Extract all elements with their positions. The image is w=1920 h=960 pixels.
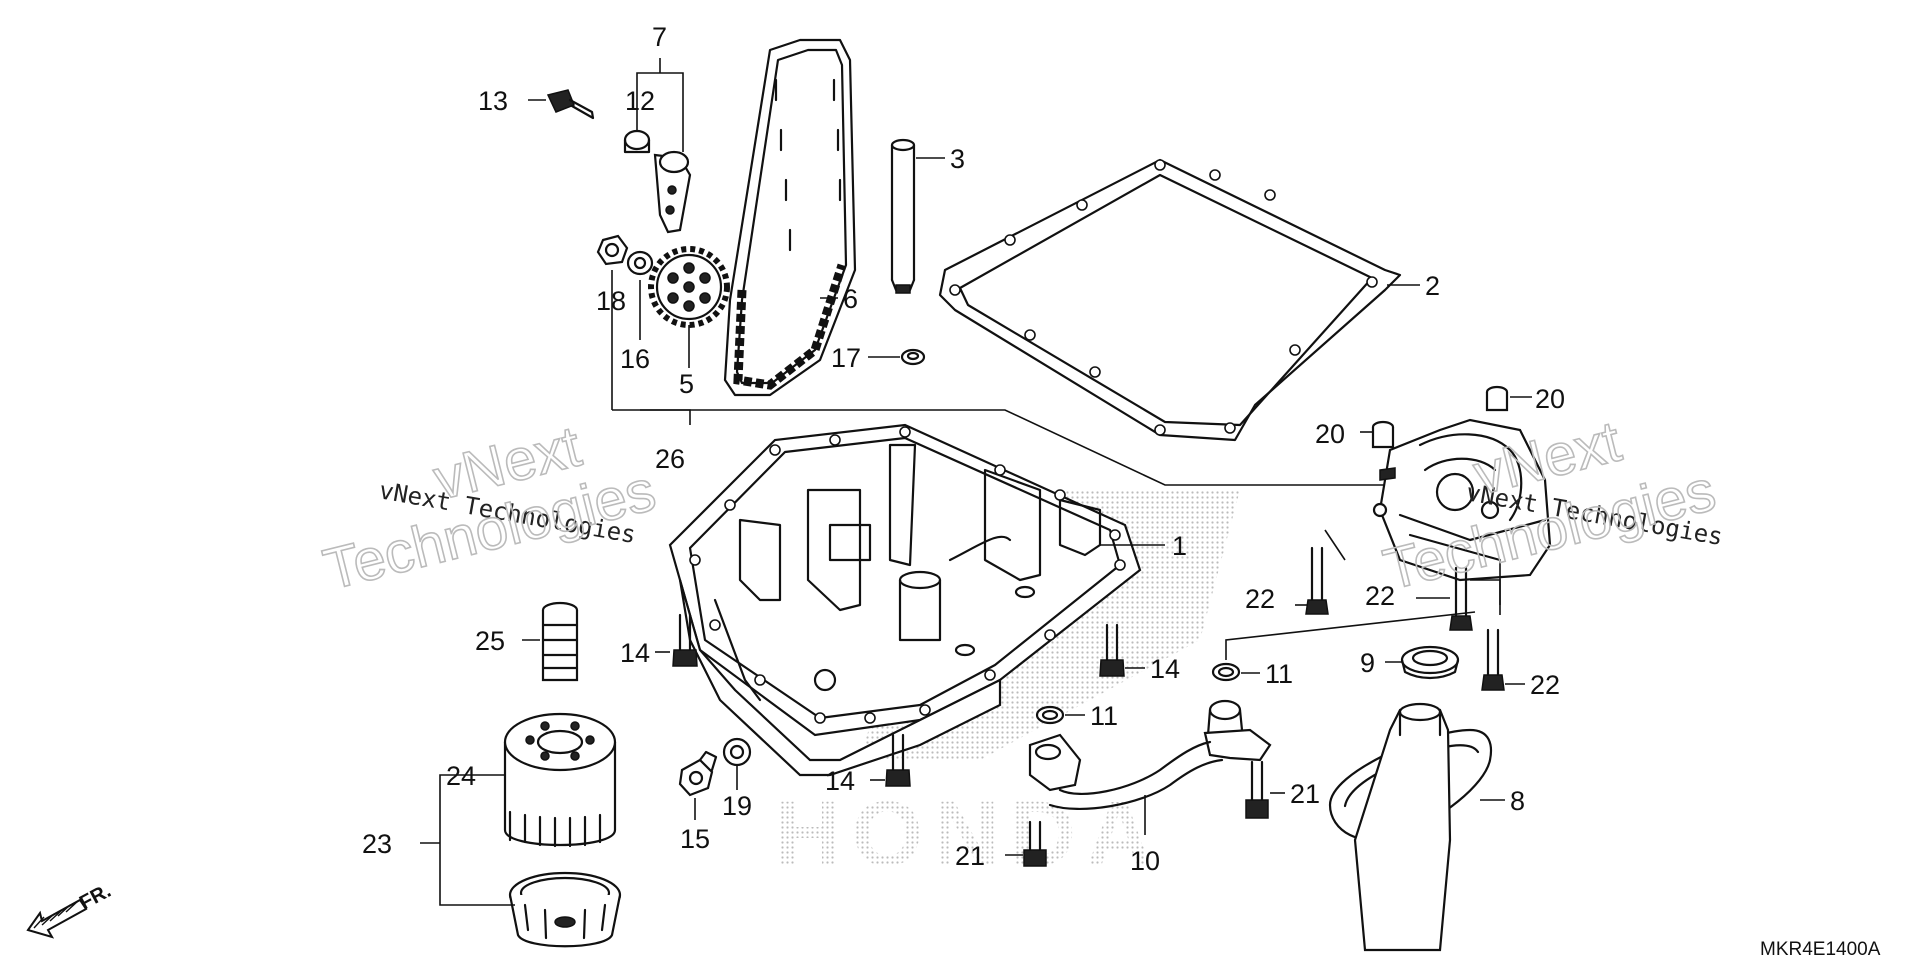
dowel-pin-20-right	[1485, 385, 1509, 412]
callout-7: 7	[652, 22, 667, 52]
callout-22-b: 22	[1365, 581, 1395, 611]
callout-17: 17	[831, 343, 861, 373]
callout-14-left: 14	[620, 638, 650, 668]
bolt-21-right	[1245, 760, 1269, 819]
callout-9: 9	[1360, 648, 1375, 678]
front-direction-indicator: FR.	[26, 880, 115, 939]
callout-14-bottom: 14	[825, 766, 855, 796]
callout-24: 24	[446, 761, 476, 791]
callout-15: 15	[680, 824, 710, 854]
washer-19	[722, 737, 752, 767]
bolt-14-left	[672, 613, 698, 667]
callout-13: 13	[478, 86, 508, 116]
bolt-22-c	[1481, 628, 1505, 691]
oil-pan-gasket	[938, 158, 1402, 442]
bolt-22-a	[1305, 546, 1329, 615]
o-ring-11-upper	[1211, 662, 1241, 682]
bolt-22-b	[1449, 566, 1473, 631]
callout-23: 23	[362, 829, 392, 859]
callout-20-right: 20	[1535, 384, 1565, 414]
front-arrow-icon	[26, 898, 88, 939]
callout-10: 10	[1130, 846, 1160, 876]
diagram-code: MKR4E1400A	[1760, 939, 1881, 960]
o-ring-11-lower	[1035, 705, 1065, 725]
seal-9	[1400, 645, 1460, 680]
bolt-21-left	[1023, 820, 1047, 867]
callout-22-a: 22	[1245, 584, 1275, 614]
bolt-14-right	[1099, 623, 1125, 677]
callout-21-right: 21	[1290, 779, 1320, 809]
filter-wrench	[508, 871, 622, 948]
callout-22-c: 22	[1530, 670, 1560, 700]
oil-pipe-part-3	[890, 138, 916, 294]
dowel-pin-20-left	[1371, 420, 1395, 449]
callout-5: 5	[679, 369, 694, 399]
tensioner-arm-part-7	[653, 150, 692, 234]
brand-background-letters: HONDA	[775, 783, 1162, 885]
leader-lines	[420, 58, 1532, 906]
callout-19: 19	[722, 791, 752, 821]
oil-strainer-8	[1328, 702, 1493, 952]
callout-3: 3	[950, 144, 965, 174]
sprocket-part-5	[648, 246, 730, 328]
callout-11-lower: 11	[1090, 701, 1118, 731]
oil-filter-24	[503, 712, 617, 848]
oil-pipe-10	[1028, 699, 1272, 811]
callout-2: 2	[1425, 271, 1440, 301]
callout-11-upper: 11	[1265, 659, 1293, 689]
washer-16	[626, 250, 654, 276]
callout-26: 26	[655, 444, 685, 474]
callout-14-right: 14	[1150, 654, 1180, 684]
callout-18: 18	[596, 286, 626, 316]
callout-labels: 1 2 3 5 6 7 8 9 10 11 11 12 13 14 14 14 …	[362, 22, 1565, 876]
bolt-14-bottom	[885, 733, 911, 787]
fitting-25	[541, 601, 579, 682]
callout-8: 8	[1510, 786, 1525, 816]
oil-pan	[668, 423, 1142, 777]
callout-20-left: 20	[1315, 419, 1345, 449]
callout-16: 16	[620, 344, 650, 374]
drain-bolt-15	[678, 750, 718, 797]
drive-chain-part-6	[723, 38, 857, 397]
callout-25: 25	[475, 626, 505, 656]
bolt-13	[546, 89, 595, 120]
callout-1: 1	[1172, 531, 1187, 561]
callout-6: 6	[843, 284, 858, 314]
o-ring-17	[900, 348, 926, 366]
callout-21-left: 21	[955, 841, 985, 871]
nut-18	[596, 234, 629, 266]
oil-pump-assembly	[1372, 418, 1552, 582]
callout-12: 12	[625, 86, 655, 116]
collar-12	[623, 129, 651, 154]
